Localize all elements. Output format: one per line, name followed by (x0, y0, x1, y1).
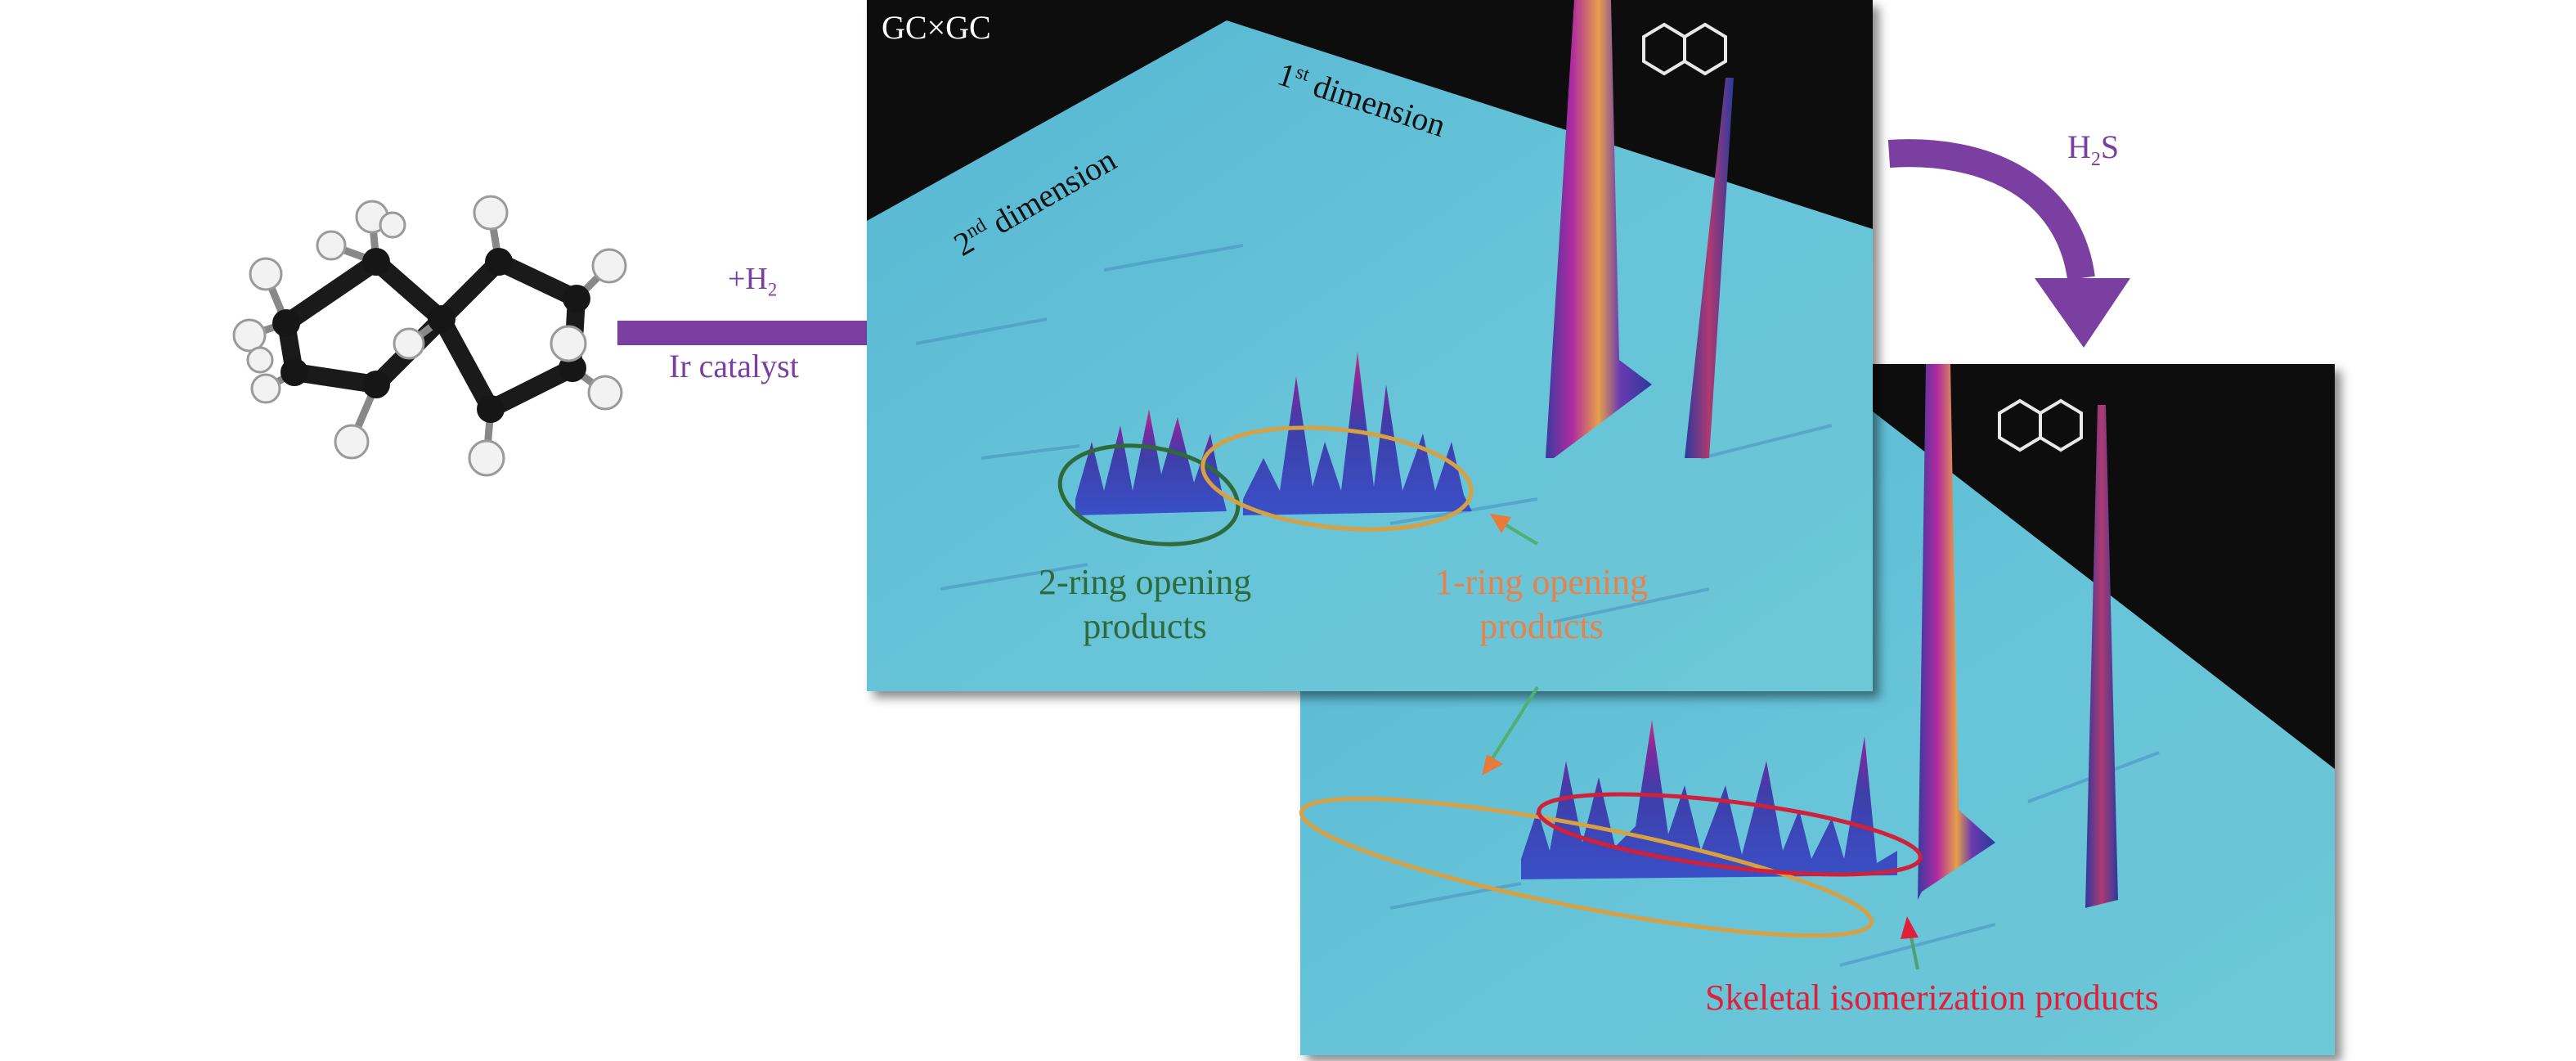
two-ring-label: 2-ring opening products (1039, 562, 1252, 646)
top-panel-tall-peaks (1546, 0, 1734, 458)
poisoning-arrow (1887, 139, 2130, 348)
poison-label: H2S (2067, 128, 2120, 170)
skeletal-pointer (1901, 916, 1919, 970)
bottom-panel-tall-peaks (1918, 364, 2118, 908)
top-panel-two-ring-oval (1057, 443, 1241, 546)
decalin-molecule (232, 195, 627, 477)
bottom-panel-one-ring-oval (1299, 796, 1874, 938)
top-panel-one-ring-oval (1200, 425, 1474, 532)
bottom-panel-peak-cluster (1521, 720, 1897, 879)
reagent-label: +H2 (728, 262, 778, 300)
gcxgc-title: GC×GC (882, 9, 991, 46)
one-ring-pointer-bottom (1482, 686, 1539, 776)
chromatogram-panel-top (867, 0, 1873, 691)
top-panel-two-ring-peaks (1075, 409, 1227, 515)
one-ring-label: 1-ring opening products (1434, 562, 1649, 646)
naphthalene-icon-bottom (1998, 398, 2083, 452)
bottom-panel-skeletal-oval (1537, 792, 1923, 877)
one-ring-pointer-top (1490, 514, 1539, 546)
skeletal-label: Skeletal isomerization products (1705, 978, 2159, 1018)
naphthalene-icon-top (1642, 22, 1727, 76)
catalyst-label: Ir catalyst (669, 348, 799, 384)
